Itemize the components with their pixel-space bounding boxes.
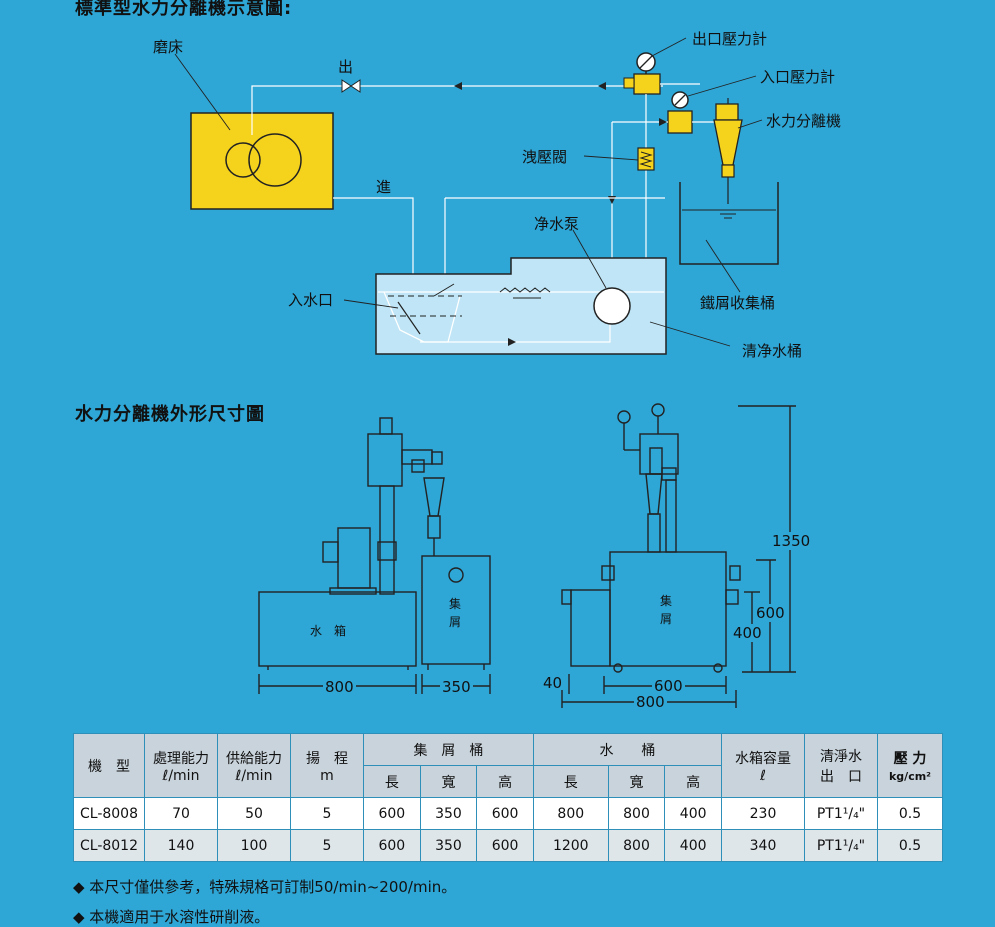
cell-water-width: 800 (607, 829, 666, 862)
dim-600-height: 600 (756, 604, 785, 622)
water-inlet-label: 入水口 (288, 291, 334, 309)
cell-water-length: 800 (532, 797, 609, 830)
dim-350: 350 (440, 678, 473, 696)
cell-lift: 5 (290, 797, 364, 830)
grinder-machine (190, 112, 334, 210)
dim-600-width: 600 (652, 677, 685, 695)
cell-capacity: 140 (144, 829, 218, 862)
cell-supply: 50 (217, 797, 291, 830)
header-water-length: 長 (532, 765, 609, 798)
cell-water-height: 400 (664, 797, 722, 830)
table-row: CL-8008 70 50 5 600 350 600 800 800 400 … (73, 797, 943, 830)
outlet-label: 出 (338, 58, 354, 76)
cell-chip-height: 600 (476, 829, 534, 862)
cell-model: CL-8008 (73, 797, 145, 830)
cell-lift: 5 (290, 829, 364, 862)
dim-400: 400 (733, 624, 762, 642)
chip-label-1: 集 (449, 597, 462, 611)
header-model: 機 型 (73, 733, 145, 798)
schematic-diagram (174, 37, 779, 355)
cell-water-length: 1200 (532, 829, 609, 862)
schematic-title: 標準型水力分離機示意圖: (75, 0, 293, 19)
inflow-label: 進 (376, 178, 392, 196)
header-water-bucket: 水 桶 (532, 733, 723, 766)
cell-volume: 340 (721, 829, 805, 862)
note-1: ◆ 本尺寸僅供參考，特殊規格可訂制50/min~200/min。 (73, 878, 457, 896)
note-2: ◆ 本機適用于水溶性研削液。 (73, 908, 270, 926)
chip-bucket-label: 鐵屑收集桶 (700, 294, 776, 312)
header-water-height: 高 (664, 765, 722, 798)
cell-water-height: 400 (664, 829, 722, 862)
dim-1350: 1350 (772, 532, 811, 550)
separator-label: 水力分離機 (766, 112, 842, 130)
chip-label-2: 屑 (449, 615, 462, 629)
grinder-label: 磨床 (153, 38, 184, 56)
header-chip-length: 長 (363, 765, 421, 798)
cell-supply: 100 (217, 829, 291, 862)
cell-chip-width: 350 (419, 797, 478, 830)
clean-tank-label: 清净水桶 (742, 342, 803, 360)
cell-chip-length: 600 (363, 829, 421, 862)
cell-outlet: PT1¹/₄" (804, 797, 878, 830)
header-chip-width: 寬 (419, 765, 478, 798)
dim-800-front: 800 (323, 678, 356, 696)
cell-water-width: 800 (607, 797, 666, 830)
relief-valve-label: 洩壓閥 (522, 148, 568, 166)
header-clean-outlet: 清淨水出 口 (804, 733, 878, 798)
side-chip-label-1: 集 (660, 594, 673, 608)
header-water-width: 寬 (607, 765, 666, 798)
cell-capacity: 70 (144, 797, 218, 830)
cell-pressure: 0.5 (877, 829, 943, 862)
dimensions-title: 水力分離機外形尺寸圖 (75, 404, 265, 425)
table-row: CL-8012 140 100 5 600 350 600 1200 800 4… (73, 829, 943, 862)
dimension-diagram (258, 403, 796, 708)
cell-chip-width: 350 (419, 829, 478, 862)
tank-label: 水 箱 (310, 624, 347, 638)
dim-800-side: 800 (634, 693, 667, 711)
dim-40: 40 (543, 674, 563, 692)
cell-chip-height: 600 (476, 797, 534, 830)
cell-chip-length: 600 (363, 797, 421, 830)
side-chip-label-2: 屑 (660, 612, 673, 626)
cell-outlet: PT1¹/₄" (804, 829, 878, 862)
outlet-gauge-label: 出口壓力計 (692, 30, 768, 48)
pump-label: 净水泵 (534, 215, 580, 233)
header-chip-height: 高 (476, 765, 534, 798)
cell-model: CL-8012 (73, 829, 145, 862)
cell-volume: 230 (721, 797, 805, 830)
inlet-gauge-label: 入口壓力計 (760, 68, 836, 86)
cell-pressure: 0.5 (877, 797, 943, 830)
header-chip-bucket: 集 屑 桶 (363, 733, 534, 766)
pump-icon (593, 287, 631, 325)
